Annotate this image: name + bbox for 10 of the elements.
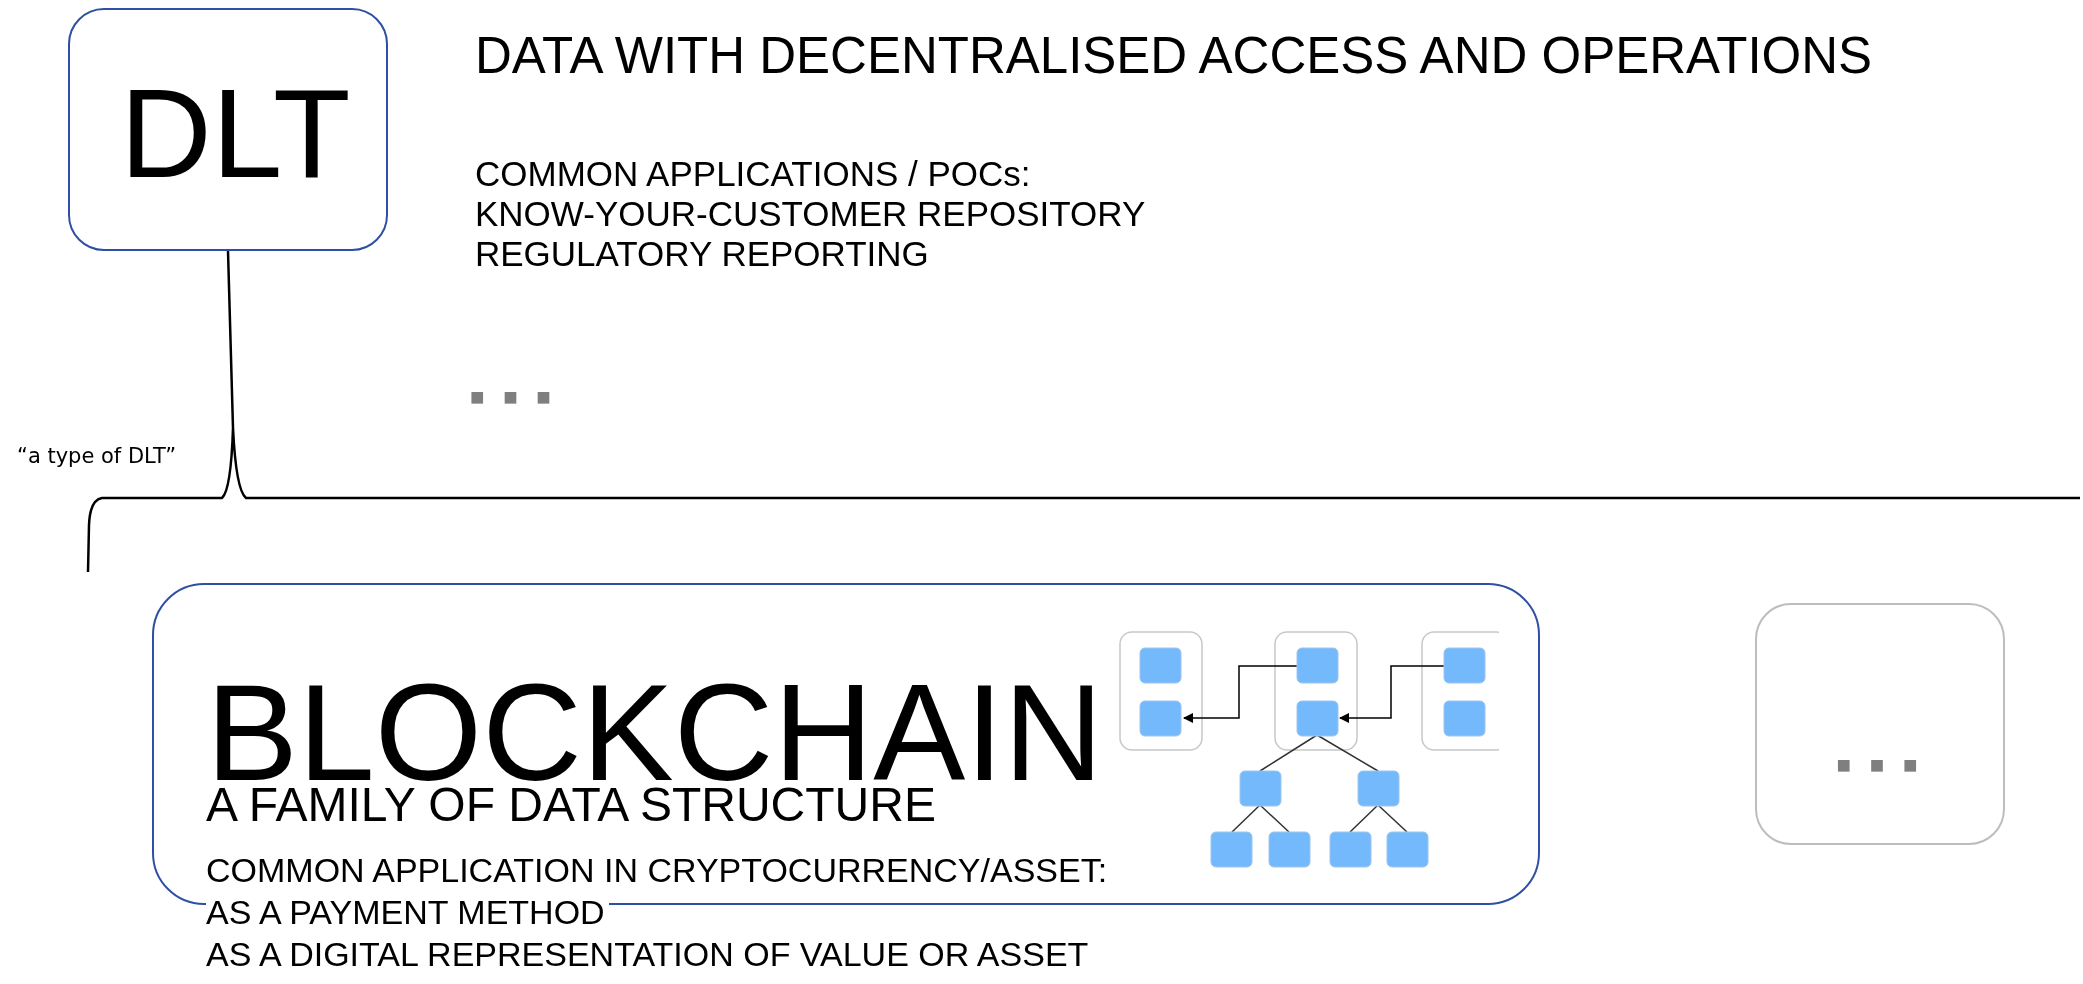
description-text: COMMON APPLICATIONS / POCs: (475, 156, 1031, 191)
description-text: REGULATORY REPORTING (475, 236, 929, 271)
placeholder-box (1755, 603, 2005, 845)
box-title: DLT (120, 70, 351, 197)
ellipsis-text: ■ ■ ■ (1835, 753, 1925, 777)
heading: DATA WITH DECENTRALISED ACCESS AND OPERATIONS (475, 30, 1873, 81)
dlt-box (68, 8, 388, 251)
description-text: KNOW-YOUR-CUSTOMER REPOSITORY (475, 196, 1146, 231)
brace-label: “a type of DLT” (17, 446, 177, 467)
ellipsis-text: ■ ■ ■ (470, 385, 557, 409)
